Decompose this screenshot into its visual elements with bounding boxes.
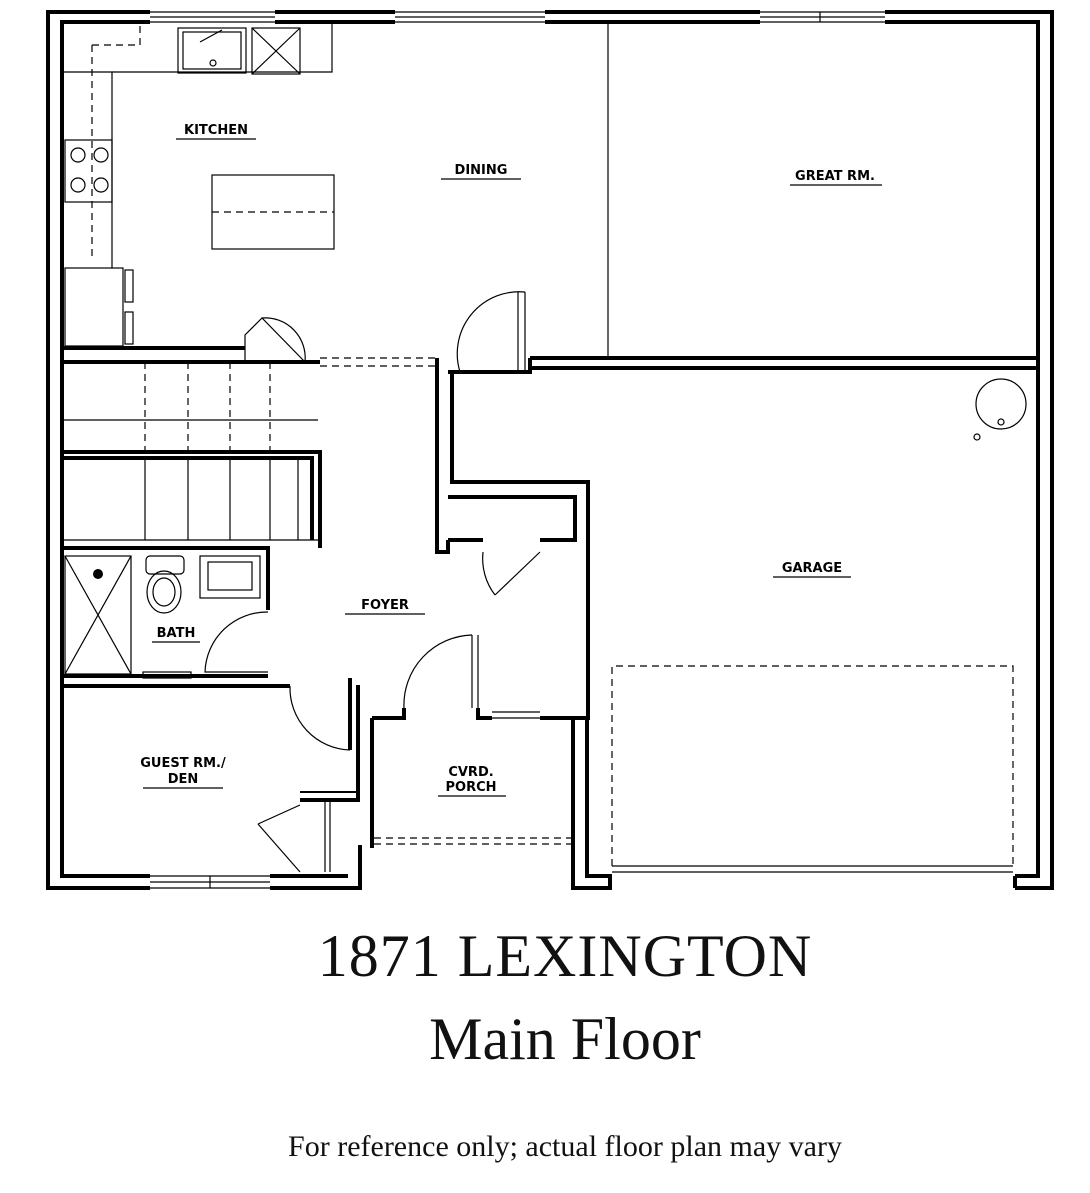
plan-title: 1871 LEXINGTON xyxy=(317,923,813,989)
kitchen-label: KITCHEN xyxy=(184,123,248,138)
foyer-label: FOYER xyxy=(361,598,409,613)
plan-subtitle: Main Floor xyxy=(429,1006,701,1072)
interior-walls xyxy=(62,346,1038,848)
guest-room-label: GUEST RM./ xyxy=(140,756,226,771)
garage-label: GARAGE xyxy=(782,561,842,576)
bath-label: BATH xyxy=(157,626,196,641)
dining-label: DINING xyxy=(455,163,508,178)
kitchen-counters xyxy=(62,22,335,347)
porch-label: CVRD. xyxy=(448,765,493,780)
doors xyxy=(204,291,541,873)
garage-features xyxy=(611,378,1027,873)
guest-room-label-line2: DEN xyxy=(168,772,199,787)
open-passages xyxy=(320,22,609,845)
room-labels: KITCHEN DINING GREAT RM. GARAGE FOYER BA… xyxy=(140,123,882,797)
exterior-walls xyxy=(46,10,1054,890)
porch-label-line2: PORCH xyxy=(445,780,496,795)
windows xyxy=(150,11,885,889)
plan-disclaimer: For reference only; actual floor plan ma… xyxy=(288,1130,842,1163)
bath-fixtures xyxy=(64,555,261,679)
floor-plan: KITCHEN DINING GREAT RM. GARAGE FOYER BA… xyxy=(46,10,1054,890)
staircase xyxy=(62,362,320,541)
great-room-label: GREAT RM. xyxy=(795,169,875,184)
